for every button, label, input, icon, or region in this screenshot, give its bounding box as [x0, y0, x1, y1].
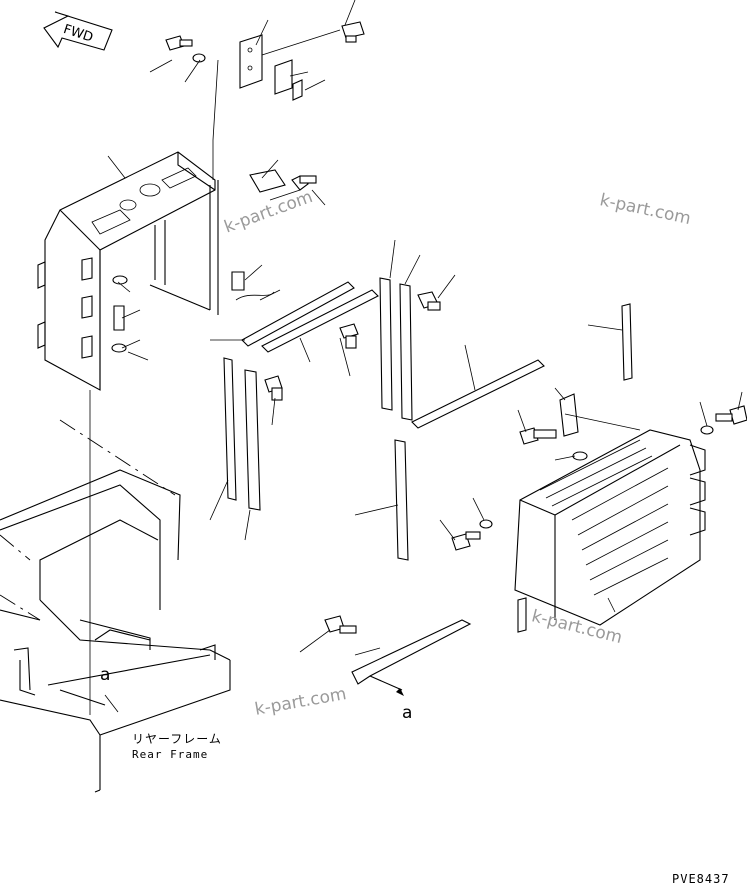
- undercover: [324, 615, 472, 696]
- upper-bracket: [239, 29, 341, 101]
- callout-a-frame: a: [100, 665, 111, 685]
- seal-strip-upper: [241, 281, 379, 353]
- rear-frame-label-en: Rear Frame: [132, 748, 209, 761]
- bolt-washer-set: [111, 271, 275, 353]
- bolt-icon: [165, 21, 365, 63]
- fwd-arrow-icon: [43, 11, 113, 51]
- seal-strip-center: [379, 277, 441, 561]
- drawing-code: PVE8437: [672, 872, 730, 886]
- rear-frame-label-jp: リヤーフレーム: [132, 732, 222, 746]
- clip-bracket: [249, 169, 317, 201]
- rear-frame: [0, 390, 231, 793]
- leader-lines: [107, 0, 743, 656]
- guard-box: [37, 59, 219, 391]
- radiator-grille: [451, 393, 747, 633]
- seal-strip-left: [223, 357, 283, 511]
- callout-a-cover: a: [402, 703, 413, 723]
- seal-strip-lower: [411, 303, 633, 429]
